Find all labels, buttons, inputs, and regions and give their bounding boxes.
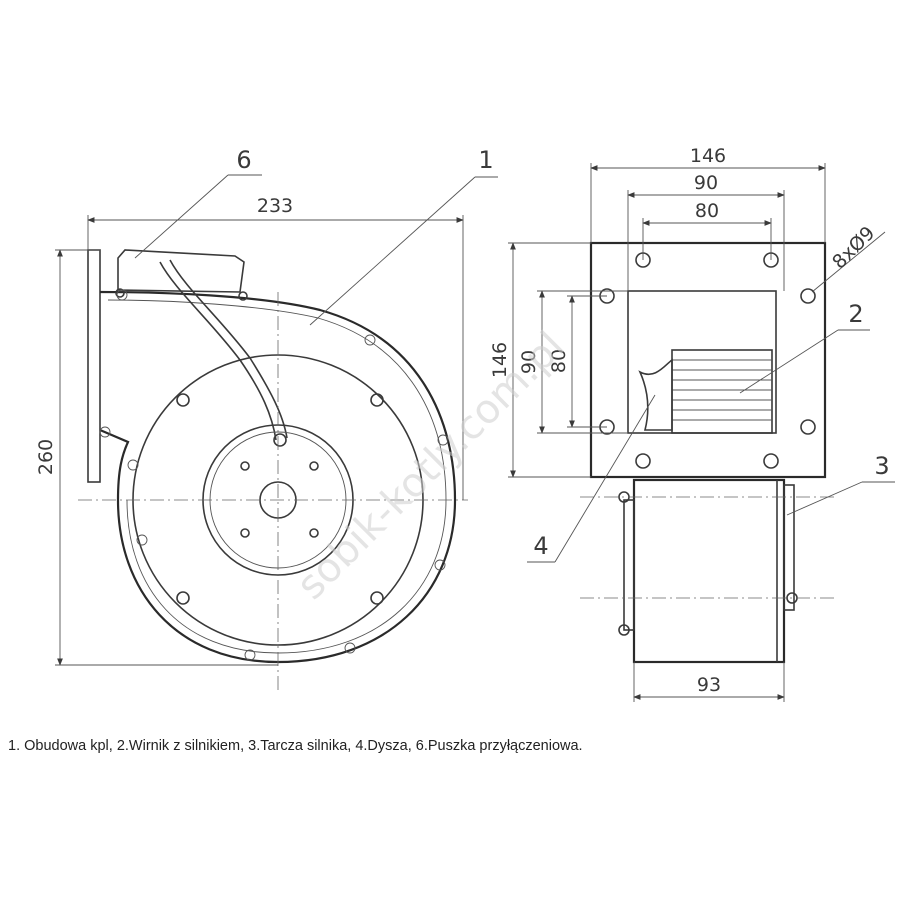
housing-rivet	[244, 649, 256, 661]
flange-hole	[635, 453, 651, 469]
motor-bolt	[309, 461, 319, 471]
dim-90-top: 90	[694, 172, 718, 194]
motor-bolt	[309, 528, 319, 538]
dim-146-left: 146	[489, 342, 511, 378]
dim-233: 233	[257, 195, 293, 217]
cable	[159, 261, 277, 441]
leader-2	[739, 329, 839, 394]
dim-80-left: 80	[548, 349, 570, 373]
motor-side	[623, 499, 635, 631]
callout-6: 6	[236, 146, 251, 174]
nozzle	[638, 358, 673, 431]
parts-caption: 1. Obudowa kpl, 2.Wirnik z silnikiem, 3.…	[8, 738, 583, 754]
motor-body	[632, 478, 786, 664]
flange-plate	[87, 249, 101, 483]
box-screw	[238, 291, 248, 301]
disk-bolt	[176, 591, 190, 605]
housing-rivet	[434, 559, 446, 571]
watermark: sobik-kotly.com.pl	[288, 323, 574, 609]
callout-4: 4	[533, 532, 548, 560]
impeller-blades	[671, 349, 773, 434]
housing-rivet	[116, 289, 128, 301]
dim-146-top: 146	[690, 145, 726, 167]
disk-bolt	[176, 393, 190, 407]
housing-rivet	[99, 426, 111, 438]
housing-rivet	[364, 334, 376, 346]
front-view: 233 260 6 1	[35, 146, 498, 690]
motor-plate	[783, 484, 795, 611]
housing-scroll	[99, 290, 457, 664]
leader-3	[786, 481, 863, 516]
cable-gland	[273, 433, 287, 447]
motor-screw	[618, 624, 630, 636]
dim-93: 93	[697, 674, 721, 696]
leader-4	[554, 394, 656, 563]
disk-bolt	[370, 393, 384, 407]
dim-holes: 8xØ9	[828, 222, 879, 273]
callout-1: 1	[478, 146, 493, 174]
housing-rivet	[344, 642, 356, 654]
housing-rivet	[437, 434, 449, 446]
leader-6	[134, 174, 229, 259]
flange-hole	[800, 419, 816, 435]
callout-2: 2	[848, 300, 863, 328]
outlet-flange	[589, 241, 827, 479]
cable	[169, 259, 288, 439]
dim-260: 260	[35, 439, 57, 475]
housing-rivet	[136, 534, 148, 546]
motor-bolt	[240, 461, 250, 471]
flange-hole	[800, 288, 816, 304]
box-screw	[115, 288, 125, 298]
leader-holes	[811, 231, 886, 293]
dim-90-left: 90	[518, 350, 540, 374]
leader-1	[309, 176, 476, 326]
motor-bolt	[240, 528, 250, 538]
outlet-opening	[627, 290, 777, 434]
callout-3: 3	[874, 452, 889, 480]
dim-80-top: 80	[695, 200, 719, 222]
flange-hole	[763, 453, 779, 469]
housing-rivet	[127, 459, 139, 471]
side-view: 146 90 80 146 90 80 8xØ9 93	[489, 145, 895, 702]
disk-bolt	[370, 591, 384, 605]
